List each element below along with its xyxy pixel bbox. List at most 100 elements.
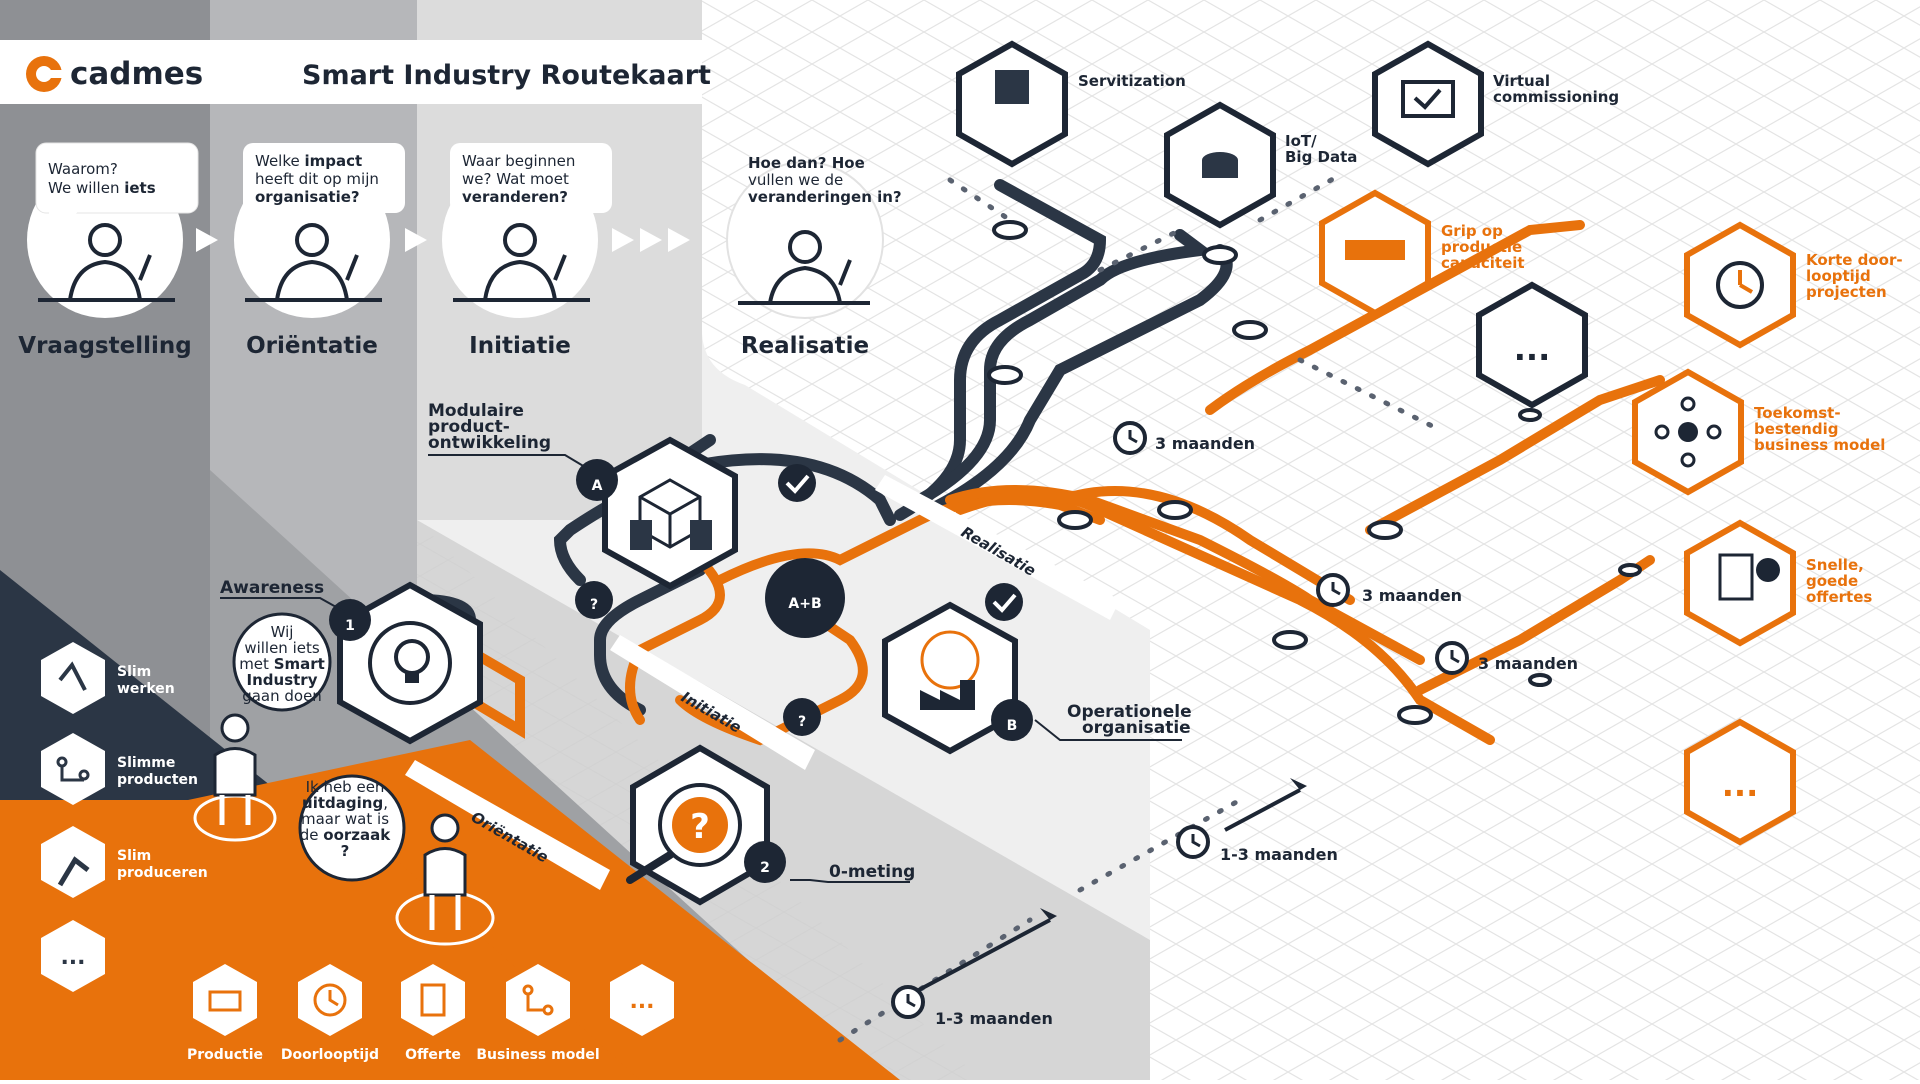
svg-text:willen iets: willen iets [244,639,320,657]
svg-text:Operationele: Operationele [1067,702,1192,722]
svg-text:Productie: Productie [187,1047,263,1063]
person-icon [38,223,175,302]
svg-text:veranderingen in?: veranderingen in? [748,188,902,206]
marker-b [991,699,1033,741]
svg-text:Slim: Slim [117,848,151,864]
person-smart-industry: Wij willen iets met Smart Industry gaan … [193,612,332,842]
lightbulb-icon [394,639,430,683]
phase-label: Realisatie [741,333,869,359]
svg-text:de oorzaak: de oorzaak [300,826,392,844]
svg-text:Modulaire: Modulaire [428,401,524,421]
phase-initiatie: Waar beginnen we? Wat moet veranderen? I… [442,143,612,359]
svg-text:?: ? [798,714,806,730]
factory-icon [920,680,975,710]
duration-1: 3 maanden [1113,421,1255,455]
question-marker: ? [783,698,821,736]
logo-text: cadmes [70,56,203,92]
stopwatch-icon [1716,261,1764,309]
svg-text:goede: goede [1806,572,1858,590]
svg-text:We willen iets: We willen iets [48,179,156,197]
svg-text:looptijd: looptijd [1806,267,1871,285]
outcome-more-navy: ... [1476,281,1588,409]
svg-text:commissioning: commissioning [1493,88,1619,106]
box-hand-icon [995,70,1029,104]
marker-2 [744,841,786,883]
svg-text:capaciteit: capaciteit [1441,254,1525,272]
svg-text:Grip op: Grip op [1441,222,1503,240]
svg-text:2: 2 [760,860,770,876]
question-marker: ? [575,581,613,619]
awareness-label: Awareness [220,578,324,598]
svg-text:heeft dit op mijn: heeft dit op mijn [255,170,379,188]
svg-text:ontwikkeling: ontwikkeling [428,433,551,453]
magnifier-icon [672,797,728,853]
hand-touch-icon [58,661,87,691]
goal-slim-werken: Slim werken [41,642,175,714]
goal-more: ... [41,920,105,992]
conveyor-icon [1345,240,1405,260]
module-cube-icon [638,478,702,549]
check-icon [778,464,816,502]
outcome-virtual: Virtual commissioning [1372,40,1619,168]
svg-text:Toekomst-: Toekomst- [1754,404,1841,422]
navy-roads [414,179,1233,716]
header-bar [0,40,702,104]
svg-text:Hoe dan? Hoe: Hoe dan? Hoe [748,154,865,172]
svg-text:B: B [1007,718,1018,734]
svg-text:projecten: projecten [1806,283,1887,301]
phase-realisatie: Hoe dan? Hoe vullen we de veranderingen … [726,154,902,359]
svg-text:?: ? [690,807,710,847]
svg-text:Servitization: Servitization [1078,72,1186,90]
svg-text:Industry: Industry [247,671,318,689]
outcome-toekomst: Toekomst- bestendig business model [1632,368,1885,496]
svg-text:1-3 maanden: 1-3 maanden [1220,845,1338,864]
svg-text:...: ... [1722,766,1758,804]
svg-text:produceren: produceren [117,865,208,881]
person-icon [453,223,590,302]
svg-text:1-3 maanden: 1-3 maanden [935,1009,1053,1028]
svg-text:Korte door-: Korte door- [1806,251,1903,269]
orange-roads [455,220,1665,746]
svg-text:business model: business model [1754,436,1885,454]
outcome-iot: IoT/ Big Data [1164,101,1357,229]
document-euro-icon [420,983,446,1017]
svg-text:1: 1 [345,618,355,634]
svg-text:Welke impact: Welke impact [255,152,362,170]
document-euro-icon [1718,553,1754,601]
svg-text:Big Data: Big Data [1285,148,1357,166]
svg-text:organisatie: organisatie [1082,718,1191,738]
outcome-korte: Korte door- looptijd projecten [1684,221,1903,349]
svg-text:Ik heb een: Ik heb een [306,778,385,796]
person-uitdaging: Ik heb een uitdaging, maar wat is de oor… [298,774,495,946]
check-icon [985,583,1023,621]
svg-text:?: ? [341,842,350,860]
track-nodes [987,220,1642,725]
page-title: Smart Industry Routekaart [302,60,711,91]
timeline-arrows [899,788,1301,1002]
svg-text:Doorlooptijd: Doorlooptijd [281,1047,379,1063]
svg-text:...: ... [1514,330,1550,368]
bubble-text: Waarom? [48,160,118,178]
svg-text:Virtual: Virtual [1493,72,1550,90]
network-icon [1678,422,1698,442]
svg-text:maar wat is: maar wat is [301,810,389,828]
robot-arm-icon [57,856,90,887]
svg-text:bestendig: bestendig [1754,420,1838,438]
outcome-grip: Grip op productie capaciteit [1319,189,1525,317]
person-icon [738,230,870,305]
svg-text:vullen we de: vullen we de [748,171,843,189]
svg-text:gaan doen: gaan doen [242,687,322,705]
svg-text:3 maanden: 3 maanden [1362,586,1462,605]
svg-text:Slim: Slim [117,664,151,680]
phase-label: Vraagstelling [18,333,191,359]
challenge-offerte: Offerte [401,964,465,1063]
svg-text:Offerte: Offerte [405,1047,461,1063]
person-icon [245,223,382,302]
svg-text:productie: productie [1441,238,1522,256]
hex-operationele [882,601,1018,755]
phase-arrows [196,228,690,252]
svg-text:A+B: A+B [788,596,821,612]
svg-text:product-: product- [428,417,510,437]
goal-slim-produceren: Slim produceren [41,826,208,898]
phase-label: Oriëntatie [246,333,378,359]
